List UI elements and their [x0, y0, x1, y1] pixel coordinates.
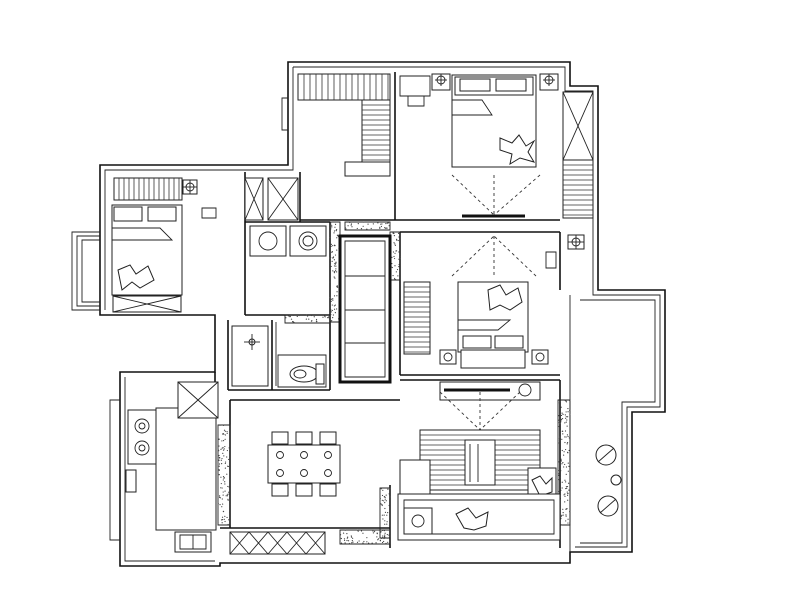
- kitchen: [126, 382, 218, 552]
- laundry-room: [250, 226, 326, 256]
- dining-area: [230, 432, 340, 554]
- bathroom: [232, 322, 326, 387]
- third-bedroom: [404, 235, 584, 368]
- corridor-cabinet: [340, 236, 390, 382]
- walk-in-closet: [298, 74, 390, 176]
- second-bedroom: [112, 178, 298, 312]
- balcony: [596, 445, 621, 516]
- master-bedroom: [400, 74, 593, 218]
- wall-infill: [217, 221, 571, 544]
- living-room: [398, 382, 560, 540]
